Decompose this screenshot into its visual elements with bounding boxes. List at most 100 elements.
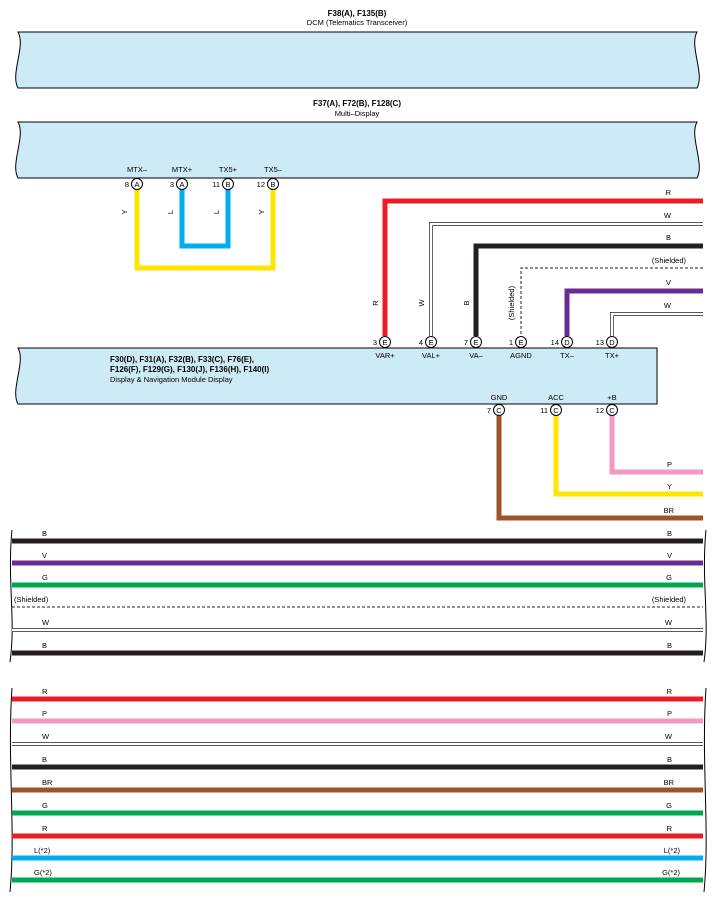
nav-codes-line2: F126(F), F129(G), F130(J), F136(H), F140… xyxy=(110,365,269,374)
wire-label-right: B xyxy=(667,529,672,538)
wire-label-right: R xyxy=(667,687,673,696)
wire-label-right: G xyxy=(666,801,672,810)
wire-label-left: R xyxy=(42,687,48,696)
label-right-v: V xyxy=(666,278,671,287)
pin-number: 12 xyxy=(257,180,265,189)
wire-tx-minus-violet xyxy=(564,288,703,336)
label-val-w: W xyxy=(417,299,426,307)
bus-2-wire-1: P P xyxy=(12,709,703,724)
dcm-component: F38(A), F135(B) DCM (Telematics Transcei… xyxy=(15,9,700,89)
pin-label: +B xyxy=(607,393,616,402)
label-right-b: B xyxy=(666,233,671,242)
bus-2-wire-2: W W xyxy=(12,732,703,746)
label-right-w2: W xyxy=(664,301,672,310)
pin-letter: C xyxy=(496,406,502,415)
pin-number: 4 xyxy=(419,338,423,347)
multi-display-box xyxy=(15,121,700,179)
pin-number: 1 xyxy=(509,338,513,347)
bus-2-wire-7: L(*2) L(*2) xyxy=(12,846,703,861)
label-right-r: R xyxy=(666,188,672,197)
wire-label-right: P xyxy=(667,709,672,718)
pin-circle xyxy=(606,404,618,416)
wire-label-left: B xyxy=(42,529,47,538)
pin-label: TX5+ xyxy=(219,165,238,174)
multi-display-pins: MTX– A 8 MTX+ A 3 TX5+ B 11 TX5– B 12 xyxy=(125,165,283,190)
pin-letter: A xyxy=(179,180,184,189)
pin-circle xyxy=(131,178,143,190)
pin-circle xyxy=(425,336,437,348)
label-y-left: Y xyxy=(120,209,129,214)
nav-bottom-wires: P Y BR xyxy=(496,416,703,521)
bus-1-wire-4: W W xyxy=(12,618,703,632)
label-right-w1: W xyxy=(664,211,672,220)
bus-2-right-brace xyxy=(703,687,707,893)
wire-tx-plus-white-inner xyxy=(610,312,703,336)
pin-label: VAR+ xyxy=(375,351,395,360)
pin-number: 3 xyxy=(170,180,174,189)
pin-label: AGND xyxy=(510,351,532,360)
wire-label-left: L(*2) xyxy=(34,846,51,855)
wire-label-right: (Shielded) xyxy=(652,595,687,604)
wire-label-right: G(*2) xyxy=(662,868,680,877)
pin-md-0: MTX– A 8 xyxy=(125,165,148,190)
pin-letter: B xyxy=(225,180,230,189)
pin-number: 12 xyxy=(596,406,604,415)
pin-number: 8 xyxy=(125,180,129,189)
bus-2-wire-6: R R xyxy=(12,824,703,839)
wire-label-right: G xyxy=(666,573,672,582)
pin-letter: A xyxy=(134,180,139,189)
dcm-box xyxy=(15,31,700,89)
bus-2-wire-4: BR BR xyxy=(12,778,703,793)
label-y-right: Y xyxy=(257,209,266,214)
pin-md-3: TX5– B 12 xyxy=(257,165,283,190)
pin-circle xyxy=(470,336,482,348)
bus-2-wire-0: R R xyxy=(12,687,703,702)
nav-top-wires: R W B (Shielded) V W R W B (Shielded) xyxy=(371,188,703,336)
wire-label-left: BR xyxy=(42,778,53,787)
nav-module-component: F30(D), F31(A), F32(B), F33(C), F76(E), … xyxy=(15,347,658,405)
wire-label-right: B xyxy=(667,755,672,764)
multi-display-codes: F37(A), F72(B), F128(C) xyxy=(313,99,401,108)
wire-var-red xyxy=(382,198,703,336)
wire-label-right: R xyxy=(667,824,673,833)
pin-label: VA– xyxy=(469,351,483,360)
pin-circle xyxy=(561,336,573,348)
pin-circle xyxy=(550,404,562,416)
pin-circle xyxy=(515,336,527,348)
wire-label-right: L(*2) xyxy=(664,846,681,855)
multi-display-wires: Y L L Y xyxy=(120,189,276,271)
label-l-left: L xyxy=(166,210,175,214)
nav-codes-line1: F30(D), F31(A), F32(B), F33(C), F76(E), xyxy=(110,355,254,364)
label-right-y: Y xyxy=(667,482,672,491)
pin-letter: E xyxy=(473,338,478,347)
wire-label-left: B xyxy=(42,755,47,764)
pin-letter: E xyxy=(428,338,433,347)
bus-1-wire-0: B B xyxy=(12,529,703,544)
wire-acc-yellow xyxy=(553,416,703,497)
dcm-name: DCM (Telematics Transceiver) xyxy=(307,18,408,27)
multi-display-component: F37(A), F72(B), F128(C) Multi–Display xyxy=(15,99,700,179)
wire-plusb-pink xyxy=(609,416,703,475)
pin-md-2: TX5+ B 11 xyxy=(212,165,238,190)
pin-number: 11 xyxy=(212,180,220,189)
pin-label: ACC xyxy=(548,393,564,402)
pin-label: MTX– xyxy=(127,165,148,174)
pin-nav-top-1: E 4 VAL+ xyxy=(419,336,441,360)
pin-circle xyxy=(606,336,618,348)
nav-name: Display & Navigation Module Display xyxy=(110,375,233,384)
bus-2-wire-3: B B xyxy=(12,755,703,770)
bus-2-wire-8: G(*2) G(*2) xyxy=(12,868,703,883)
label-right-p: P xyxy=(667,460,672,469)
pin-circle xyxy=(176,178,188,190)
wire-va-black xyxy=(473,243,703,336)
wire-label-right: B xyxy=(667,641,672,650)
label-l-right: L xyxy=(212,210,221,214)
pin-circle xyxy=(493,404,505,416)
wire-val-white-inner xyxy=(429,222,703,336)
wire-label-left: G xyxy=(42,573,48,582)
pin-number: 13 xyxy=(596,338,604,347)
pin-label: MTX+ xyxy=(172,165,193,174)
bus-2-wire-5: G G xyxy=(12,801,703,816)
pin-circle xyxy=(267,178,279,190)
bus-1-wire-1: V V xyxy=(12,551,703,566)
